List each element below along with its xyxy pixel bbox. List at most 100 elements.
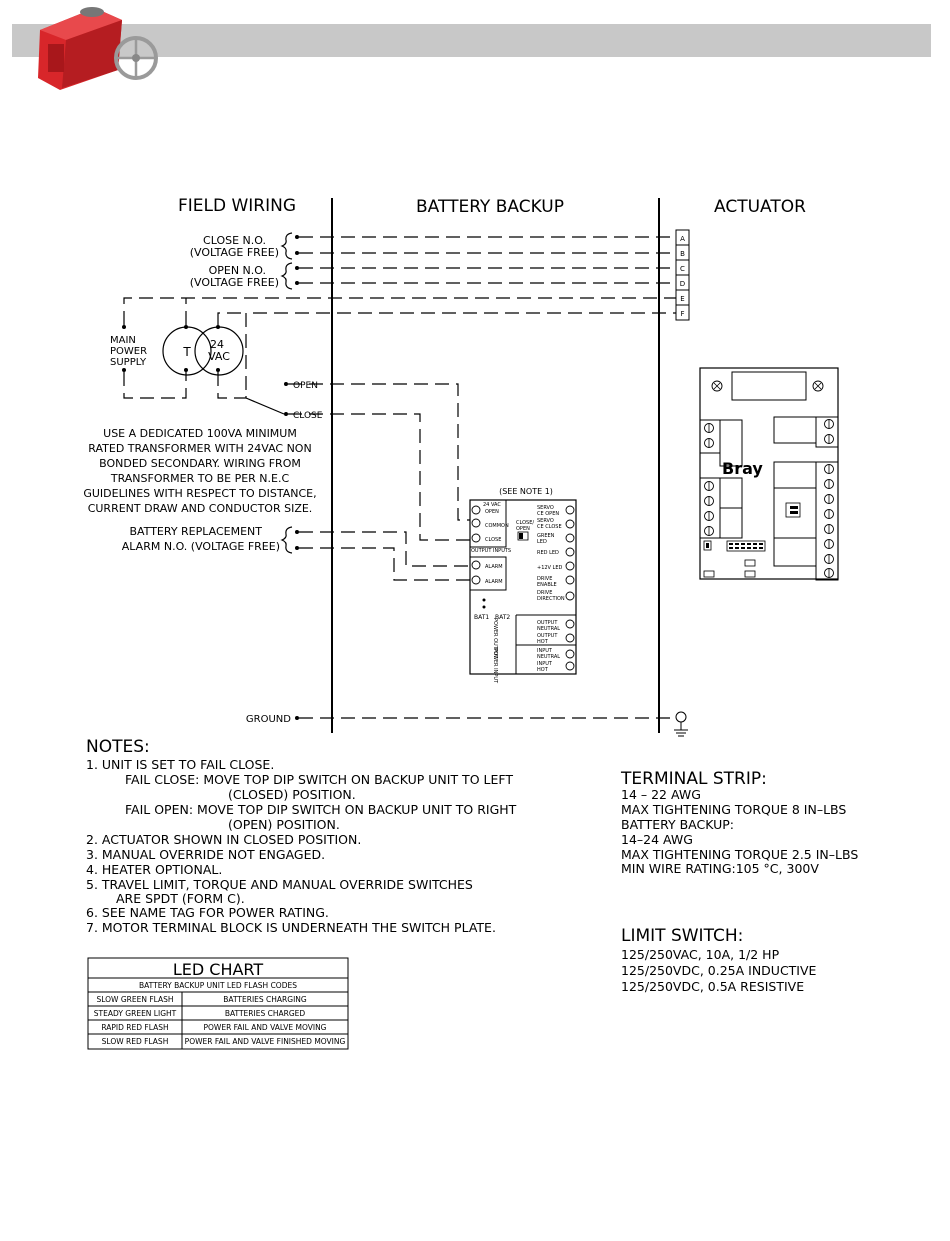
close-no-label: CLOSE N.O.: [203, 234, 266, 247]
battery-replacement-label: BATTERY REPLACEMENT: [129, 525, 262, 538]
svg-text:OUTPUT: OUTPUT: [537, 620, 558, 626]
red-actuator-handwheel-icon: [38, 7, 158, 90]
terminal-e: E: [680, 295, 684, 303]
battery-backup-board: (SEE NOTE 1) 24 VAC OPEN COMMON CLOSE: [469, 487, 577, 684]
column-title-battery-backup: BATTERY BACKUP: [416, 197, 564, 217]
svg-text:CE CLOSE: CE CLOSE: [537, 524, 562, 530]
svg-text:USE A DEDICATED 100VA MINI: USE A DEDICATED 100VA MINIMUM: [103, 427, 297, 440]
close-voltage-free-label: (VOLTAGE FREE): [190, 246, 279, 259]
terminal-strip-specs: TERMINAL STRIP: 14 – 22 AWG MAX TIGHTENI…: [620, 769, 858, 876]
led-row-4-code: SLOW RED FLASH: [102, 1037, 169, 1046]
svg-text:HOT: HOT: [537, 639, 549, 645]
svg-text:RATED TRANSFORMER WITH 24VA: RATED TRANSFORMER WITH 24VAC NON: [88, 442, 311, 455]
notes-section: NOTES: 1. UNIT IS SET TO FAIL CLOSE. FAI…: [86, 737, 517, 935]
main-power-supply-label: MAIN POWER SUPPLY: [110, 335, 147, 368]
brace-icons: [280, 232, 293, 554]
svg-text:14 – 22 AWG: 14 – 22 AWG: [621, 787, 701, 802]
svg-text:NEUTRAL: NEUTRAL: [537, 626, 560, 632]
svg-text:6. SEE NAME TAG FOR POWER: 6. SEE NAME TAG FOR POWER RATING.: [86, 905, 329, 920]
svg-text:1. UNIT IS SET TO FAIL C: 1. UNIT IS SET TO FAIL CLOSE.: [86, 757, 274, 772]
svg-text:4. HEATER OPTIONAL.: 4. HEATER OPTIONAL.: [86, 862, 222, 877]
led-chart-title: LED CHART: [173, 960, 264, 979]
selector-switch-arm: [245, 397, 285, 415]
transformer-t-label: T: [182, 345, 191, 359]
svg-text:+12V LED: +12V LED: [537, 565, 563, 571]
svg-text:BONDED SECONDARY. WIRING FR: BONDED SECONDARY. WIRING FROM: [99, 457, 301, 470]
transformer-note: USE A DEDICATED 100VA MINIMUM RATED TRAN…: [83, 427, 316, 515]
svg-text:GREEN: GREEN: [537, 533, 555, 539]
terminal-b: B: [680, 250, 685, 258]
svg-text:CLOSE: CLOSE: [485, 537, 501, 543]
svg-text:BATTERY BACKUP:: BATTERY BACKUP:: [621, 817, 734, 832]
svg-text:SERVO: SERVO: [537, 518, 554, 524]
svg-text:14–24 AWG: 14–24 AWG: [621, 832, 693, 847]
svg-text:POWER: POWER: [110, 346, 147, 357]
svg-text:125/250VAC, 10A, 1/2 HP: 125/250VAC, 10A, 1/2 HP: [621, 947, 780, 962]
svg-text:MAX TIGHTENING TORQUE 2.5: MAX TIGHTENING TORQUE 2.5 IN–LBS: [621, 847, 858, 862]
led-chart-subtitle: BATTERY BACKUP UNIT LED FLASH CODES: [139, 981, 297, 990]
svg-text:125/250VDC, 0.25A INDUCTIVE: 125/250VDC, 0.25A INDUCTIVE: [621, 963, 817, 978]
column-title-actuator: ACTUATOR: [714, 197, 806, 217]
bat2-label: BAT2: [495, 614, 510, 621]
svg-text:SUPPLY: SUPPLY: [110, 357, 147, 368]
svg-text:OPEN: OPEN: [485, 509, 499, 515]
svg-text:CURRENT DRAW AND CONDUCTOR: CURRENT DRAW AND CONDUCTOR SIZE.: [88, 502, 313, 515]
svg-text:INPUT: INPUT: [537, 661, 553, 667]
actuator-switch-board: Bray: [699, 367, 839, 581]
svg-text:CE OPEN: CE OPEN: [537, 511, 559, 517]
svg-text:(CLOSED) POSITION.: (CLOSED) POSITION.: [228, 787, 356, 802]
svg-text:24 VAC: 24 VAC: [483, 502, 501, 508]
see-note-label: (SEE NOTE 1): [499, 487, 553, 496]
svg-text:MAX TIGHTENING TORQUE 8 IN: MAX TIGHTENING TORQUE 8 IN–LBS: [621, 802, 846, 817]
svg-text:(OPEN) POSITION.: (OPEN) POSITION.: [228, 817, 340, 832]
transformer-vac-label: VAC: [208, 350, 230, 363]
svg-text:DRIVE: DRIVE: [537, 576, 552, 582]
limit-switch-specs: LIMIT SWITCH: 125/250VAC, 10A, 1/2 HP 12…: [621, 926, 817, 994]
open-no-label: OPEN N.O.: [209, 264, 266, 277]
switch-close-label: CLOSE: [293, 411, 323, 421]
svg-text:ARE SPDT (FORM C).: ARE SPDT (FORM C).: [116, 891, 245, 906]
limit-switch-title: LIMIT SWITCH:: [621, 926, 743, 946]
led-chart-table: LED CHART BATTERY BACKUP UNIT LED FLASH …: [87, 957, 349, 1050]
svg-text:DRIVE: DRIVE: [537, 590, 552, 596]
led-row-1-code: SLOW GREEN FLASH: [96, 995, 173, 1004]
led-row-1-meaning: BATTERIES CHARGING: [223, 995, 307, 1004]
terminal-strip-title: TERMINAL STRIP:: [620, 769, 767, 789]
field-terminal-dots: [284, 235, 299, 720]
svg-text:7. MOTOR TERMINAL BLOCK IS: 7. MOTOR TERMINAL BLOCK IS UNDERNEATH TH…: [86, 920, 496, 935]
svg-text:MAIN: MAIN: [110, 335, 136, 346]
svg-text:2. ACTUATOR SHOWN IN CLOSE: 2. ACTUATOR SHOWN IN CLOSED POSITION.: [86, 832, 361, 847]
led-row-2-meaning: BATTERIES CHARGED: [225, 1009, 306, 1018]
ground-label: GROUND: [246, 714, 291, 725]
svg-text:POWER OUTPUT: POWER OUTPUT: [492, 618, 498, 659]
svg-text:TRANSFORMER TO BE PER N.E.: TRANSFORMER TO BE PER N.E.C: [110, 472, 290, 485]
svg-text:ALARM: ALARM: [485, 579, 503, 585]
ground-icon: [674, 711, 688, 737]
column-title-field-wiring: FIELD WIRING: [178, 196, 296, 216]
terminal-a: A: [680, 235, 685, 243]
svg-text:ENABLE: ENABLE: [537, 582, 557, 588]
led-row-4-meaning: POWER FAIL AND VALVE FINISHED MOVING: [185, 1037, 346, 1046]
svg-text:NEUTRAL: NEUTRAL: [537, 654, 560, 660]
svg-text:HOT: HOT: [537, 667, 549, 673]
switch-open-label: OPEN: [293, 381, 318, 391]
actuator-terminal-block: A B C D E F: [675, 229, 690, 321]
open-voltage-free-label: (VOLTAGE FREE): [190, 276, 279, 289]
svg-text:5. TRAVEL LIMIT, TORQUE AN: 5. TRAVEL LIMIT, TORQUE AND MANUAL OVERR…: [86, 877, 473, 892]
dashed-wires: [123, 236, 676, 719]
svg-text:OUTPUT: OUTPUT: [537, 633, 558, 639]
alarm-no-label: ALARM N.O. (VOLTAGE FREE): [122, 540, 280, 553]
terminal-c: C: [680, 265, 685, 273]
svg-text:GUIDELINES WITH RESPECT TO: GUIDELINES WITH RESPECT TO DISTANCE,: [83, 487, 316, 500]
svg-text:3. MANUAL OVERRIDE NOT ENG: 3. MANUAL OVERRIDE NOT ENGAGED.: [86, 847, 325, 862]
header-bar: [12, 24, 931, 57]
svg-text:125/250VDC, 0.5A RESISTIVE: 125/250VDC, 0.5A RESISTIVE: [621, 979, 804, 994]
svg-text:DIRECTION: DIRECTION: [537, 596, 565, 602]
svg-text:INPUT: INPUT: [537, 648, 553, 654]
bat1-label: BAT1: [474, 614, 489, 621]
led-row-2-code: STEADY GREEN LIGHT: [94, 1009, 177, 1018]
svg-text:LED: LED: [537, 539, 547, 545]
terminal-f: F: [680, 310, 684, 318]
